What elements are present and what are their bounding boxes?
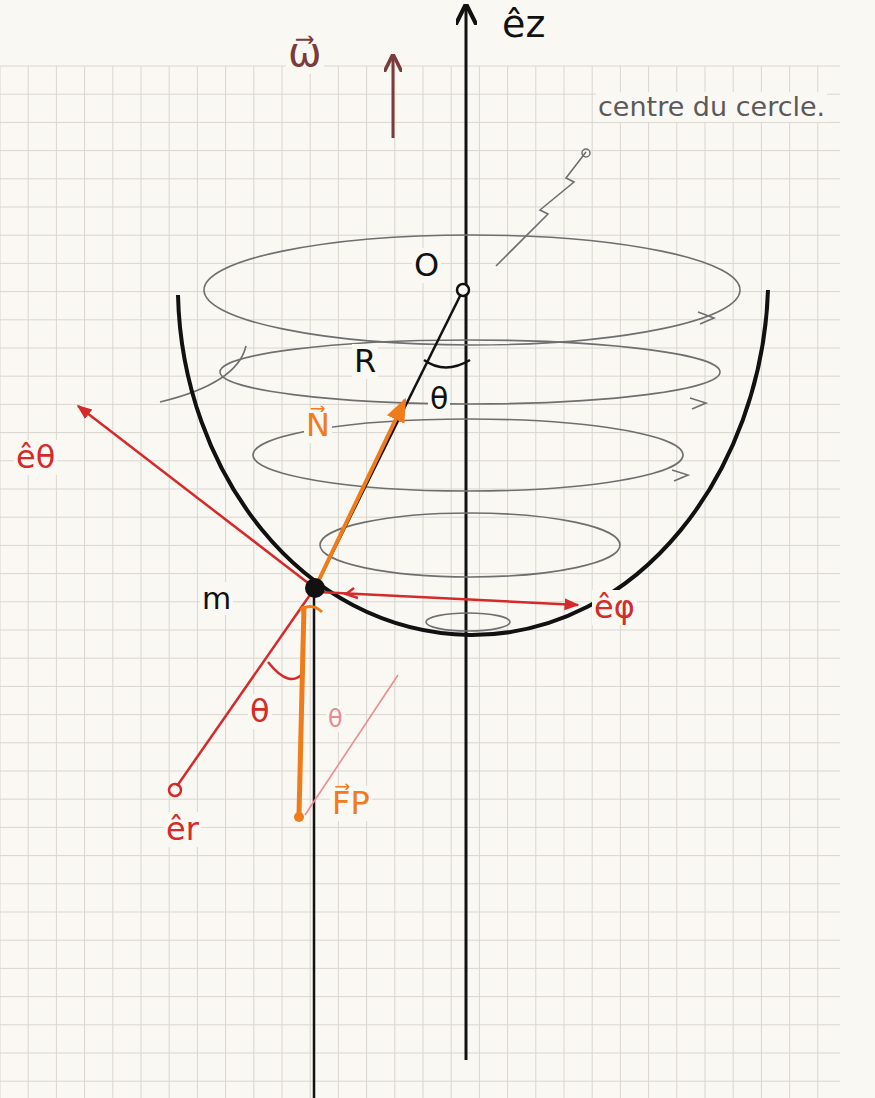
e-theta-vector	[78, 406, 312, 586]
mass-point	[305, 578, 325, 598]
vector-label: êθ	[14, 440, 57, 475]
omega-arrow	[392, 56, 395, 138]
omega-label: ω⃗	[286, 30, 324, 74]
angle-arc	[424, 360, 470, 368]
motion-tick	[346, 588, 358, 598]
z-axis	[465, 6, 468, 1060]
force-label: F⃗P	[330, 786, 372, 821]
centre-point	[457, 284, 469, 296]
grid-paper	[0, 66, 840, 1098]
leader-line	[496, 152, 586, 266]
note-label: centre du cercle.	[596, 92, 827, 122]
bowl-profile	[178, 290, 768, 635]
angle-arc	[268, 662, 304, 679]
axis-label: êz	[500, 4, 547, 46]
radius-line	[315, 290, 463, 588]
angle-label: θ	[326, 706, 345, 732]
leader-dot	[582, 149, 590, 157]
force-label: N⃗	[304, 408, 332, 443]
angle-label: θ	[428, 382, 450, 415]
vertical-line	[313, 595, 316, 1098]
mass-label: m	[200, 582, 233, 615]
point-label: O	[412, 248, 441, 283]
rotation-circles	[160, 235, 740, 631]
e-r-vector	[177, 592, 312, 786]
weight-tip	[294, 812, 304, 822]
radius-label: R	[352, 344, 378, 379]
vector-label: êφ	[592, 590, 637, 625]
weight-vector	[299, 606, 304, 815]
vector-label: êr	[164, 812, 201, 847]
angle-label: θ	[248, 694, 272, 729]
weight-origin	[300, 606, 322, 612]
e-r-tip	[169, 784, 181, 796]
